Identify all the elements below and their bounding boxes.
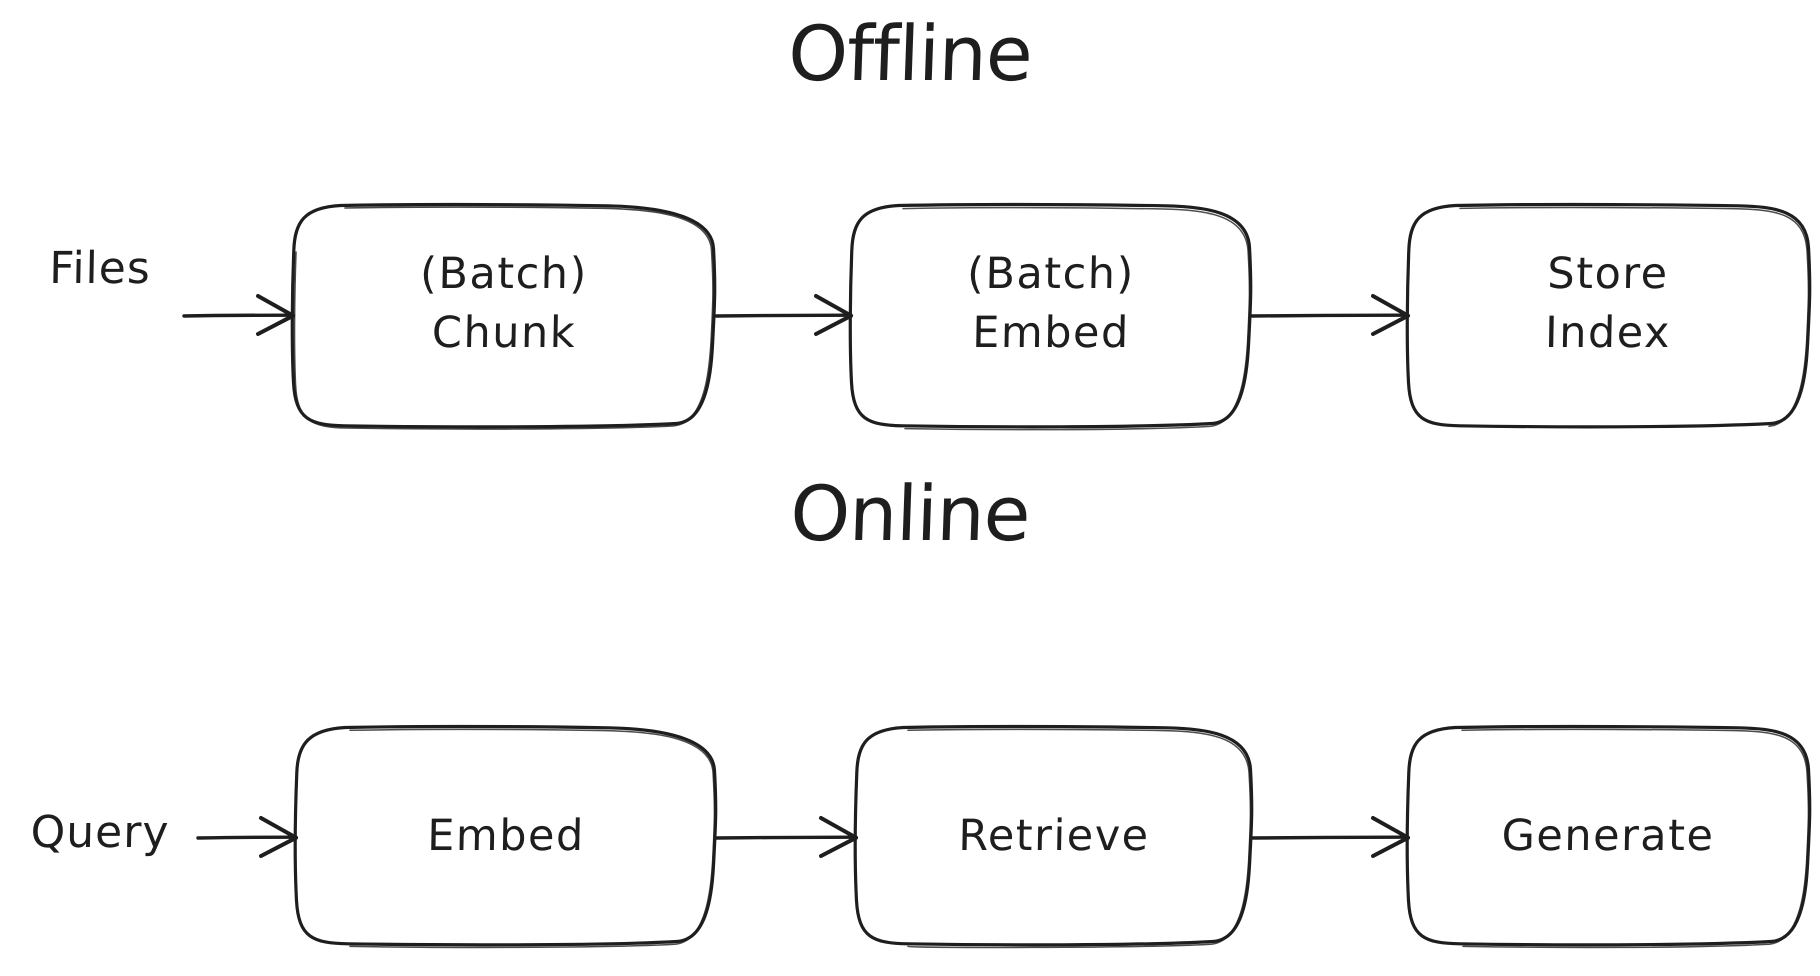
node-label-batch-chunk-line2: Chunk [431,308,577,358]
node-label-generate: Generate [1501,811,1715,861]
node-box-batch-embed[interactable] [848,202,1253,431]
arrow-retrieve-to-generate [1251,816,1410,858]
node-box-batch-chunk[interactable] [290,202,717,430]
arrow-batch-chunk-to-batch-embed [714,294,853,336]
node-label-batch-embed-line2: Embed [971,308,1131,358]
node-label-batch-chunk-line1: (Batch) [419,249,589,299]
node-box-retrieve[interactable] [853,724,1254,949]
node-label-batch-embed-line1: (Batch) [966,249,1136,299]
arrow-files-to-batch-chunk [182,294,295,336]
node-box-store-index[interactable] [1405,202,1812,429]
edge-label-query: Query [30,807,170,858]
node-label-embed: Embed [426,811,586,861]
arrow-embed-to-retrieve [715,816,858,858]
node-label-retrieve: Retrieve [957,811,1151,861]
section-title-offline: Offline [786,9,1034,98]
arrow-batch-embed-to-store-index [1250,294,1410,336]
node-label-store-index-line2: Index [1544,308,1672,358]
node-label-store-index-line1: Store [1546,249,1670,299]
edge-label-files: Files [48,243,152,294]
section-title-online: Online [788,469,1032,558]
arrow-query-to-embed [196,816,298,858]
node-box-embed[interactable] [293,724,718,949]
node-box-generate[interactable] [1405,724,1812,949]
